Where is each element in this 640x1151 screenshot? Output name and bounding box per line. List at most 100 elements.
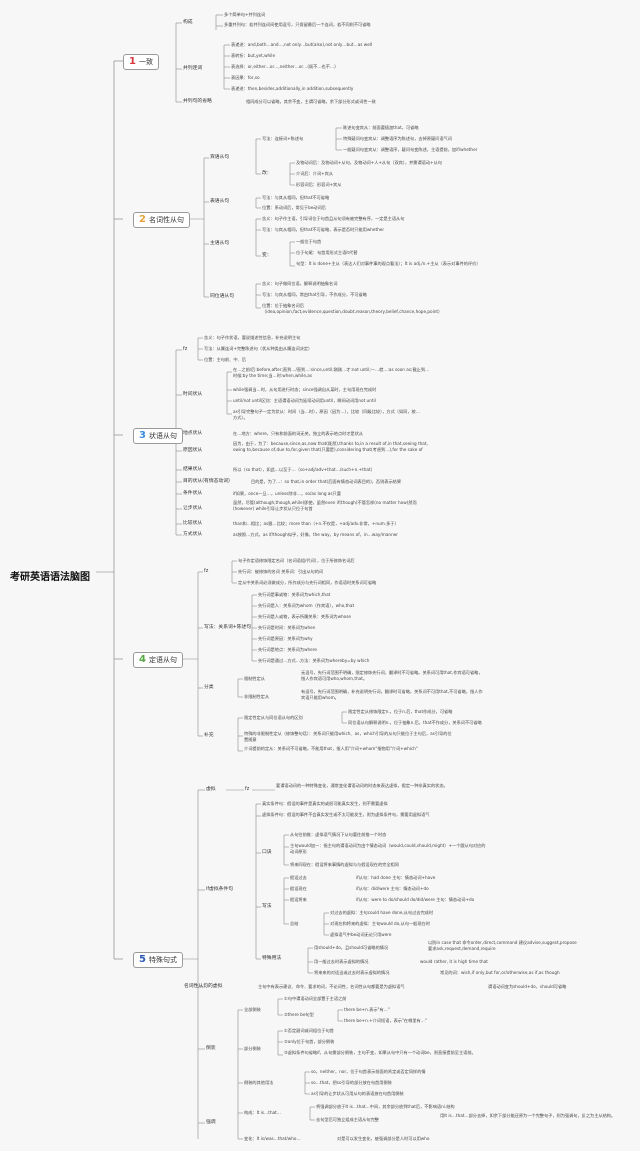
s5-xiefa-1: 假设过去 [290, 875, 307, 880]
mind-map-root: 考研英语语法脑图 [10, 572, 90, 583]
section-4-number: 4 [139, 654, 146, 665]
s3-tiaojian: 条件状从 [183, 491, 203, 496]
section-3-label: 状语从句 [148, 432, 177, 440]
s5-xiefa: 写法 [262, 904, 272, 909]
s2-gai-3: 形容词后：形容词+宾从 [296, 182, 342, 187]
s5-zongjie-2: 对现在和将来的虚拟：主句would do,从句一般现在时 [330, 921, 430, 926]
s5-bianhua: 变化：It is/was…that/who… [244, 1136, 301, 1141]
s2-tongwei: 同位语从句 [210, 294, 234, 299]
s4-fenlei-1: 无逗号，先行词范围不明确，限定修饰先行词，翻译时不可省略。关系词可用that,作… [301, 670, 483, 681]
s2-bian: 变： [262, 253, 272, 258]
s5-koujue-3: 将来同现在：假设将来事情的虚拟与与假设现在的完全相同 [290, 862, 399, 867]
s2-zhuyu: 主语从句 [210, 241, 230, 246]
s3-fz-1: 含义：句子作状语，要说描述性信息，补充说明主句 [204, 335, 301, 340]
s4-buchong-1a: 限定性定从修饰限定n.，位于n.后，that作成分，可省略 [348, 709, 453, 714]
section-1-number: 1 [129, 56, 136, 67]
s3-fz: fz [183, 347, 188, 352]
s3-yuanyin: 原因状从 [183, 448, 203, 453]
s5-koujue-1: 从句往前推：虚拟语气情况下从句要往前推一个时态 [290, 832, 387, 837]
s2-tongwei-1: 含义：句子做同位语，解释说明抽象名词 [262, 281, 338, 286]
s4-fz-3: 定从中关系词必须做成分，所作成分与先行词相同，作语语时关系词可省略 [238, 580, 377, 585]
s2-binyu-xiefa: 写法：连接词+陈述句 [262, 136, 304, 141]
s3-fz-2: 写法：从属连词+完整陈述句（状从种类由从属连词决定） [204, 346, 313, 351]
s3-fangshi-1: as按照…方式，as if/though似乎，好像，the way，by mea… [233, 532, 399, 537]
s5-teshu-1b: 以防in case that 命令order,direct,command 建议… [428, 940, 577, 951]
s3-mudi-1: 目的是，为了…：so that,in order that(后面有情态动词表目的… [251, 479, 402, 484]
s2-binyu-x1: 陈述句变宾从：前面要插加that，可省略 [343, 125, 419, 130]
s2-gai-2: 介词后：介词+宾从 [296, 171, 334, 176]
s2-gai-1: 及物动词后：及物动词+从句，及物动词+人+从句（双宾），并需谓语动+从句 [296, 160, 442, 165]
s5-xiefa-2b: if从句：did/were 主句：情态动词+do [356, 886, 429, 891]
s1-binglie-5: 表递进：then,besides,additionally,in additio… [231, 86, 354, 91]
s3-jieguo-1: 所以（so that），如此…以至于…（so+adj/adv+that…/suc… [233, 467, 375, 472]
s4-fz: fz [204, 569, 209, 574]
s1-binglie: 并列连词 [183, 66, 203, 71]
s5-qita-1: so，neither，nor，位于句首表示前面的肯定或否定同样的情 [311, 1069, 426, 1074]
s5-if-z1: 真实条件句：假设的事件是真实的或很可能真实发生，则不需要虚拟 [262, 801, 388, 806]
s5-qiangdiao: 强调 [206, 1120, 216, 1125]
s5-teshu: 特殊用法 [262, 956, 282, 961]
s2-biaoyu-1: 写法：与其从相同，但that不可省略 [262, 195, 330, 200]
s1-shenglue-1: 相同成分可以省略，其余不变，主谓可省略，余下部分形式或词性一致 [246, 99, 376, 104]
s4-buchong: 补充 [204, 733, 214, 738]
s3-shijian-4: as引导完整句子一定为状从：时间（当…时），原因（因为…），比较（同级比较），方… [233, 409, 420, 420]
s3-shijian-3: until/not until区别：主语谓语动词为延续动词用until，瞬间动词… [233, 398, 376, 403]
section-5-number: 5 [139, 954, 146, 965]
s3-rangbu: 让步状从 [183, 506, 203, 511]
s2-binyu-x2: 特殊疑问句变宾从：调整语序为陈述句，去掉原疑问语气词 [343, 136, 452, 141]
s3-bijiao-1: than和…相比；as跟…比较；more than（+n.不仅是，+adj/ad… [233, 521, 399, 526]
s5-bufen: 部分倒装 [244, 1046, 261, 1051]
s4-fenlei-1-head: 限制性定从 [244, 676, 265, 681]
s2-bian-3: 句型：It is done+主从（表达人们对事件事的观点看法）；It is ad… [296, 261, 481, 266]
s4-fz-1: 句子作定语修饰限定名词（名词语组/代词），位于所修饰名词后 [238, 558, 355, 563]
s3-mudi: 目的状从(有情态动词) [183, 479, 230, 484]
s5-there-2: there be+n.+介词短语，表示"在哪里有…" [344, 1018, 427, 1023]
s5-teshu-1: 用should+do，且should可省略的情况 [314, 945, 389, 950]
s5-there: ②there be句型 [284, 1012, 314, 1017]
s5-bufen-1: ①否定副词或词组位于句首 [284, 1028, 334, 1033]
s3-shijian-2: while强调当…时，从句用进行时态；since强调自从某时，主句用现在完成时 [233, 387, 377, 392]
s3-didian-1: 在…地方：where，只有和前面的词无关，独立的表示地点时才是状从 [233, 431, 364, 436]
s3-didian: 地点状从 [183, 431, 203, 436]
s2-binyu-x3: 一般疑问句变宾从：调整语序，疑问句变陈述，主语提前，加if/whether [343, 147, 478, 152]
s2-tongwei-2: 写法：与宾从相同，常由that引导，不作成分，不可省略 [262, 292, 367, 297]
s2-biaoyu-2: 位置：系动词后，常见于be动词后 [262, 205, 326, 210]
s3-yuanyin-1: 因为，由于，为了：because,since,as,now that(既然),t… [233, 441, 428, 452]
section-2-label: 名词性从句 [148, 216, 184, 224]
s4-buchong-2: 特殊的非限制性定从（修饰整句话）：关系词只能用which、as，which引导的… [244, 731, 452, 742]
s3-bijiao: 比较状从 [183, 521, 203, 526]
s1-goucheng-1: 多个简单句+并列连词 [224, 12, 266, 17]
s2-gai: 改： [262, 171, 272, 176]
s1-binglie-2: 表转折：but,yet,while [231, 53, 276, 58]
s5-xiefa-2: 假设现在 [290, 886, 307, 891]
section-3-number: 3 [139, 430, 146, 441]
s1-shenglue: 并列句的省略 [183, 99, 212, 104]
s4-xiefa-5: 先行词是原因：关系词为why [258, 636, 313, 641]
s4-fenlei-2-head: 非限制性定从 [244, 694, 270, 699]
s4-xiefa-2: 先行词是人：关系词为whom（作宾语），who,that [258, 603, 355, 608]
s4-fenlei-2: 有逗号，先行词范围明确，补充说明先行词，翻译时可省略，关系词不可用that,不可… [301, 689, 483, 700]
s2-bian-1: 一般位于句首 [296, 239, 322, 244]
s5-xiefa-3b: if从句：were to do/should do/did/were 主句：情态… [356, 897, 475, 902]
s3-fz-3: 位置：主句前、中、后 [204, 357, 246, 362]
s5-goucheng-1: 将强调部分放于It is…that…中间，其余部分放到that后，不影响语ni.… [316, 1104, 455, 1109]
s3-fangshi: 方式状从 [183, 532, 203, 537]
s4-buchong-1-head: 限定性定从与同位语从句的区别 [244, 715, 303, 720]
s4-xiefa-4: 先行词是时间：关系词为when [258, 625, 316, 630]
s4-fz-2: 先行词：被修饰的名词 关系词：引出从句的词 [238, 569, 324, 574]
s4-xiefa-3: 先行词是人或物，表示所属关系：关系词为whose [258, 614, 351, 619]
s3-tiaojian-1: if如果，once一旦…，unless除非…，so/as long as只要 [233, 491, 341, 496]
s5-if-z2: 虚拟条件句：假设的事件不会真实发生或不太可能发生，则为虚拟条件句，需要用虚拟语气 [262, 812, 430, 817]
s2-bian-2: 位于句尾：句首用形式主语it代替 [296, 250, 358, 255]
section-5-label: 特殊句式 [148, 956, 177, 964]
s3-shijian-1: 在…之前/后:before,after;直到…/直到…:since,until;… [233, 367, 430, 378]
s3-rangbu-1: 虽然，尽管(although,though,while)即使，虽然even if… [233, 500, 417, 511]
s1-binglie-1: 表递进：and,both…and…,not only…but(also),not… [231, 42, 373, 47]
s4-fenlei: 分类 [204, 685, 214, 690]
s4-xiefa-7: 先行词是通过…方式…方法：关系词为whereby=by which [258, 658, 370, 663]
